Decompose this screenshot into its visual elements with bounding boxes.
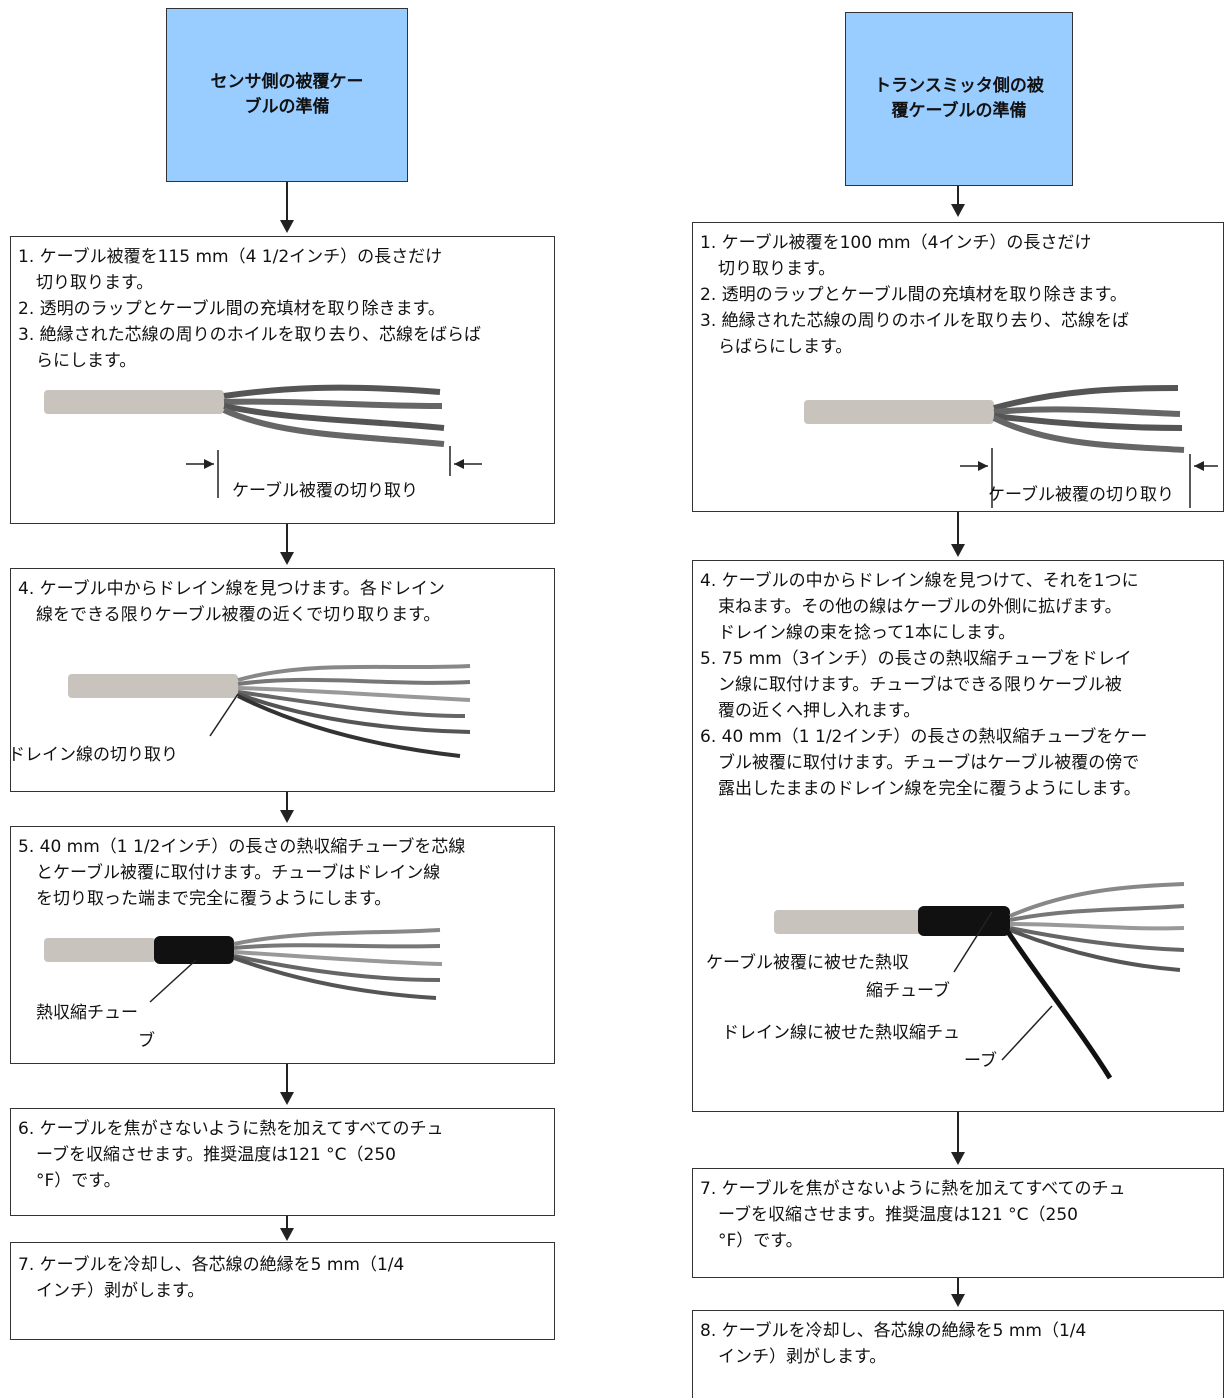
left-step-6: 6. ケーブルを焦がさないように熱を加えてすべてのチュ <box>18 1119 444 1139</box>
right-step-3: 3. 絶縁された芯線の周りのホイルを取り去り、芯線をば <box>700 311 1129 331</box>
left-step-6c: °F）です。 <box>36 1171 121 1191</box>
right-step-box-2 <box>692 560 1224 1112</box>
transmitter-side-header: トランスミッタ側の被覆ケーブルの準備 <box>845 12 1073 186</box>
left-tube-label: 熱収縮チュー <box>36 1003 138 1023</box>
left-step-7: 7. ケーブルを冷却し、各芯線の絶縁を5 mm（1/4 <box>18 1255 405 1275</box>
right-strip-label: ケーブル被覆の切り取り <box>988 485 1174 505</box>
right-step-7b: ーブを収縮させます。推奨温度は121 °C（250 <box>718 1205 1078 1225</box>
left-step-7b: インチ）剥がします。 <box>36 1281 205 1301</box>
left-tube-label-2: ブ <box>138 1031 155 1051</box>
right-step-5b: ン線に取付けます。チューブはできる限りケーブル被 <box>718 675 1122 695</box>
right-step-1: 1. ケーブル被覆を100 mm（4インチ）の長さだけ <box>700 233 1092 253</box>
right-step-8: 8. ケーブルを冷却し、各芯線の絶縁を5 mm（1/4 <box>700 1321 1087 1341</box>
left-step-box-4 <box>10 1108 555 1216</box>
right-step-6: 6. 40 mm（1 1/2インチ）の長さの熱収縮チューブをケー <box>700 727 1148 747</box>
right-stripped-cable-illustration <box>804 385 1218 508</box>
right-step-box-3 <box>692 1168 1224 1278</box>
left-step-1: 1. ケーブル被覆を115 mm（4 1/2インチ）の長さだけ <box>18 247 443 267</box>
right-heat-shrink-illustration <box>774 882 1185 1080</box>
right-drain-tube-label-2: ーブ <box>964 1051 997 1071</box>
right-step-3b: らばらにします。 <box>718 337 853 357</box>
right-step-box-4 <box>692 1310 1224 1398</box>
left-step-1b: 切り取ります。 <box>36 273 154 293</box>
left-step-5c: を切り取った端まで完全に覆うようにします。 <box>36 889 392 909</box>
left-step-3: 3. 絶縁された芯線の周りのホイルを取り去り、芯線をばらば <box>18 325 481 345</box>
left-step-3b: らにします。 <box>36 351 137 371</box>
drain-wire-cut-illustration <box>68 664 471 758</box>
left-step-5: 5. 40 mm（1 1/2インチ）の長さの熱収縮チューブを芯線 <box>18 837 466 857</box>
heat-shrink-illustration <box>44 928 443 1003</box>
right-jacket-tube-label: ケーブル被覆に被せた熱収 <box>706 953 909 973</box>
stripped-cable-illustration <box>44 384 482 498</box>
right-step-4b: 束ねます。その他の線はケーブルの外側に拡げます。 <box>718 597 1122 617</box>
sensor-side-header: センサ側の被覆ケーブルの準備 <box>166 8 408 182</box>
left-step-4b: 線をできる限りケーブル被覆の近くで切り取ります。 <box>36 605 441 625</box>
left-step-5b: とケーブル被覆に取付けます。チューブはドレイン線 <box>36 863 441 883</box>
right-step-5c: 覆の近くへ押し入れます。 <box>718 701 921 721</box>
left-step-4: 4. ケーブル中からドレイン線を見つけます。各ドレイン <box>18 579 445 599</box>
left-drain-cut-label: ドレイン線の切り取り <box>8 745 178 765</box>
right-drain-tube-label: ドレイン線に被せた熱収縮チュ <box>722 1023 960 1043</box>
right-step-6c: 露出したままのドレイン線を完全に覆うようにします。 <box>718 779 1141 799</box>
left-step-2: 2. 透明のラップとケーブル間の充填材を取り除きます。 <box>18 299 445 319</box>
left-step-6b: ーブを収縮させます。推奨温度は121 °C（250 <box>36 1145 396 1165</box>
right-step-6b: ブル被覆に取付けます。チューブはケーブル被覆の傍で <box>718 753 1140 773</box>
right-step-8b: インチ）剥がします。 <box>718 1347 887 1367</box>
right-step-2: 2. 透明のラップとケーブル間の充填材を取り除きます。 <box>700 285 1127 305</box>
left-strip-label: ケーブル被覆の切り取り <box>232 481 418 501</box>
right-step-1b: 切り取ります。 <box>718 259 836 279</box>
right-step-5: 5. 75 mm（3インチ）の長さの熱収縮チューブをドレイ <box>700 649 1132 669</box>
right-jacket-tube-label-2: 縮チューブ <box>866 981 950 1001</box>
right-step-7c: °F）です。 <box>718 1231 803 1251</box>
left-step-box-5 <box>10 1242 555 1340</box>
right-step-4: 4. ケーブルの中からドレイン線を見つけて、それを1つに <box>700 571 1139 591</box>
left-step-box-1 <box>10 236 555 524</box>
right-step-7: 7. ケーブルを焦がさないように熱を加えてすべてのチュ <box>700 1179 1126 1199</box>
right-step-box-1 <box>692 222 1224 512</box>
right-step-4c: ドレイン線の束を捻って1本にします。 <box>718 623 1016 643</box>
